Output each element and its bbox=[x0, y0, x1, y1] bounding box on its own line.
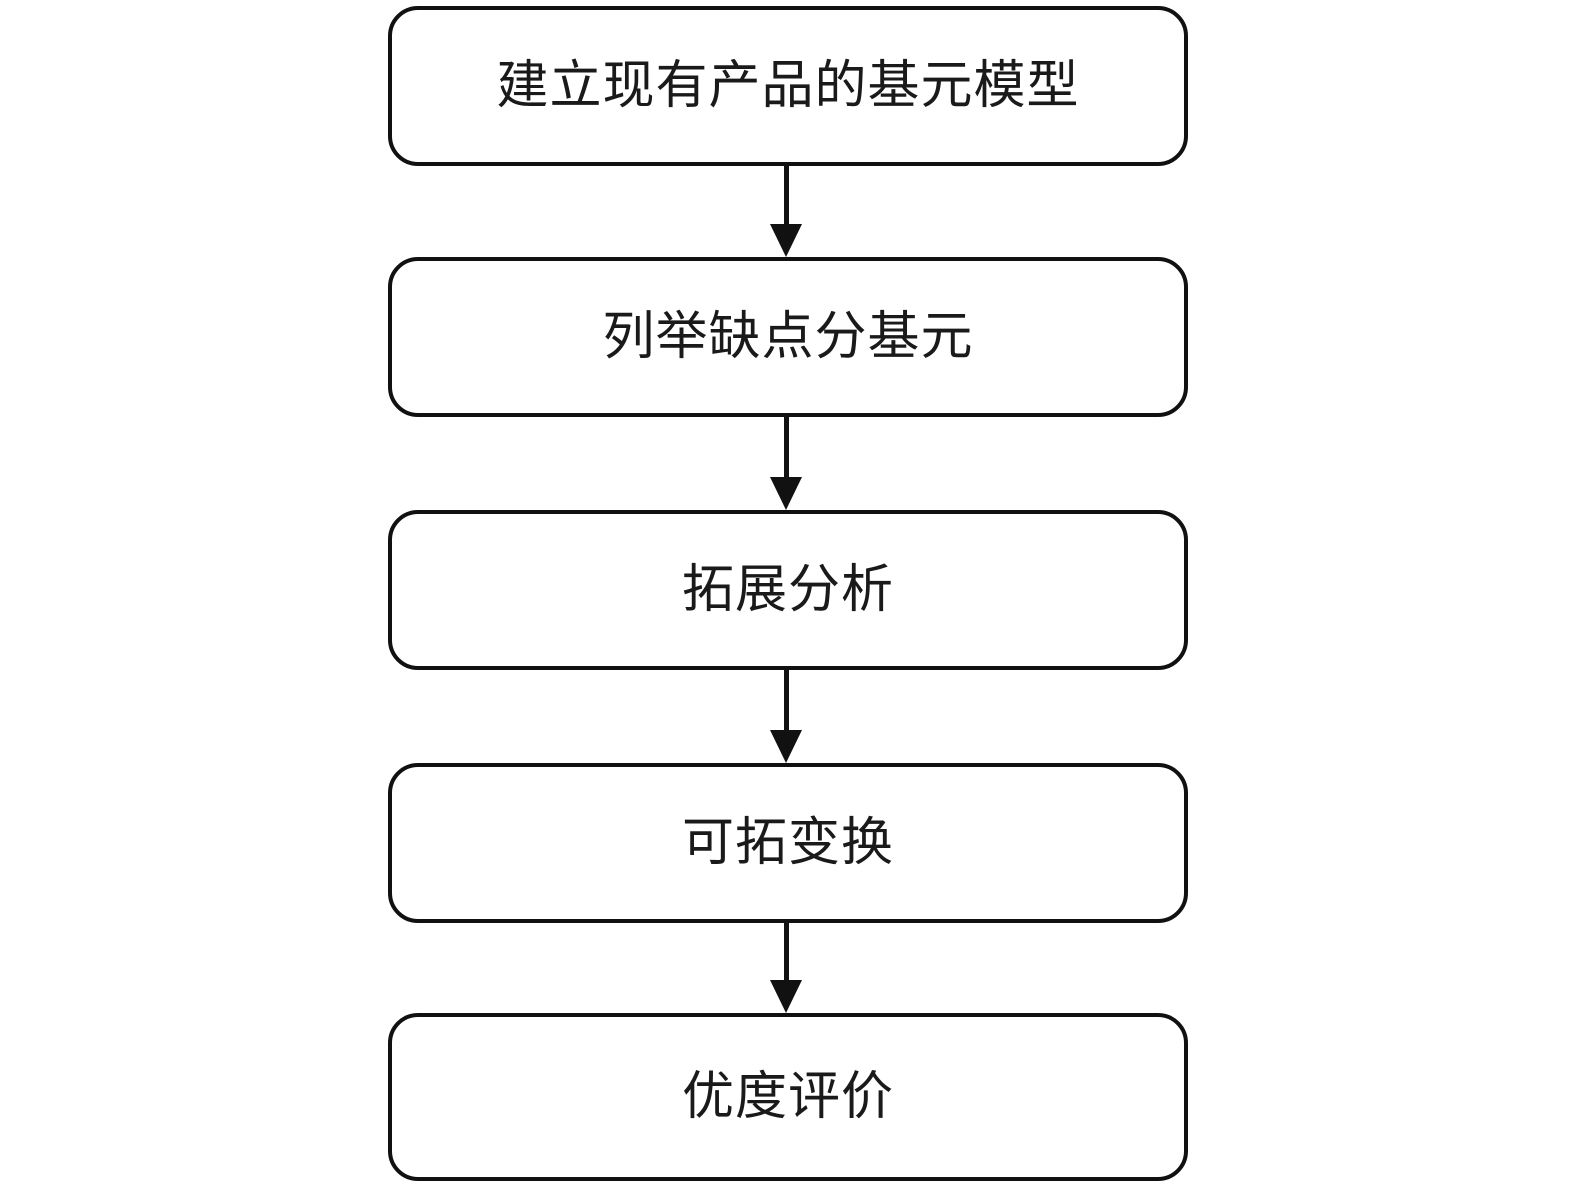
flowchart-node-2[interactable]: 列举缺点分基元 bbox=[388, 257, 1188, 417]
arrow-shaft bbox=[784, 417, 789, 477]
flowchart-arrow-4 bbox=[770, 923, 802, 1013]
flowchart-node-3-label: 拓展分析 bbox=[681, 559, 894, 620]
arrow-shaft bbox=[784, 670, 789, 730]
flowchart-node-4-label: 可拓变换 bbox=[681, 812, 894, 873]
flowchart-arrow-2 bbox=[770, 417, 802, 510]
flowchart-node-4[interactable]: 可拓变换 bbox=[388, 763, 1188, 923]
arrow-head-down-icon bbox=[770, 730, 802, 763]
flowchart-node-5-label: 优度评价 bbox=[681, 1066, 894, 1127]
arrow-head-down-icon bbox=[770, 224, 802, 257]
flowchart-node-5[interactable]: 优度评价 bbox=[388, 1013, 1188, 1181]
flowchart-arrow-1 bbox=[770, 166, 802, 257]
flowchart-node-1[interactable]: 建立现有产品的基元模型 bbox=[388, 6, 1188, 166]
flowchart-node-3[interactable]: 拓展分析 bbox=[388, 510, 1188, 670]
flowchart-node-1-label: 建立现有产品的基元模型 bbox=[496, 55, 1080, 116]
arrow-head-down-icon bbox=[770, 477, 802, 510]
arrow-shaft bbox=[784, 166, 789, 224]
flowchart-arrow-3 bbox=[770, 670, 802, 763]
flowchart-node-2-label: 列举缺点分基元 bbox=[602, 306, 974, 367]
arrow-shaft bbox=[784, 923, 789, 980]
arrow-head-down-icon bbox=[770, 980, 802, 1013]
